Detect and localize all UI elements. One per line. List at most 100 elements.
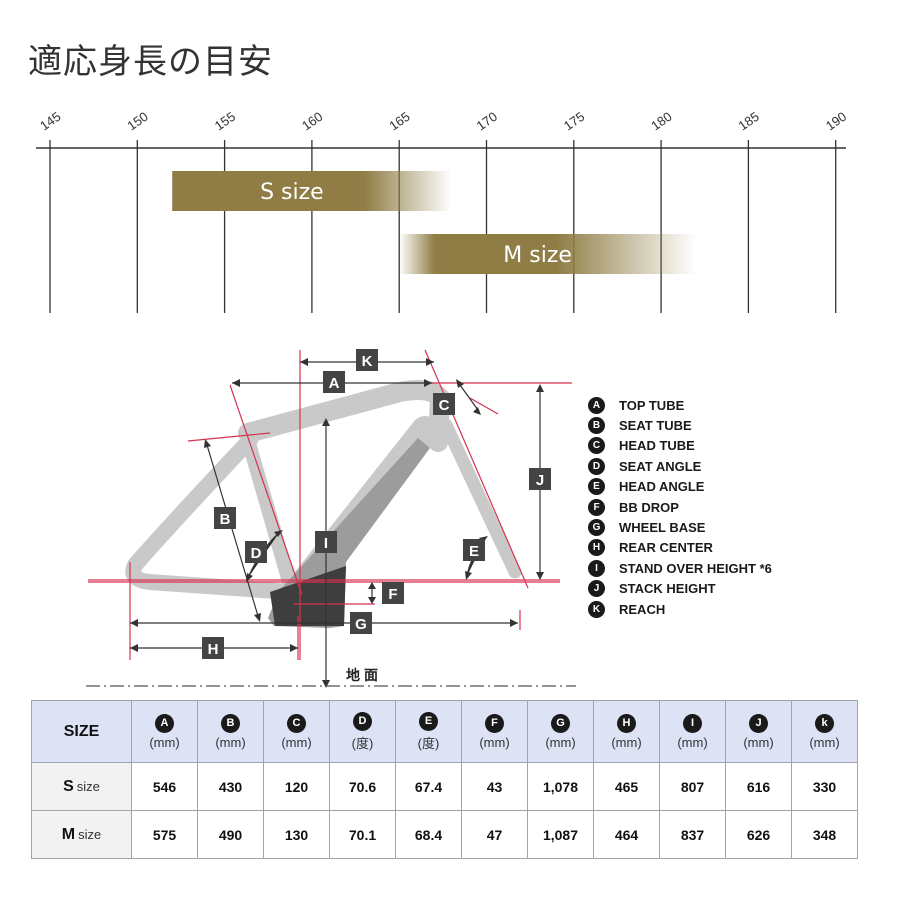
table-cell: 70.6	[329, 762, 396, 811]
height-tick-label: 175	[561, 109, 587, 134]
legend-label: REACH	[619, 601, 666, 617]
legend-label: SEAT TUBE	[619, 418, 692, 434]
label-h: H	[202, 637, 224, 659]
legend-item: F BB DROP	[588, 497, 772, 517]
column-header: k(mm)	[791, 700, 858, 763]
table-cell: 70.1	[329, 810, 396, 859]
legend-label: REAR CENTER	[619, 540, 713, 556]
legend-label: SEAT ANGLE	[619, 458, 702, 474]
table-cell: 616	[725, 762, 792, 811]
legend-label: STAND OVER HEIGHT *6	[619, 560, 772, 576]
svg-text:D: D	[251, 545, 262, 562]
legend-badge: A	[588, 396, 605, 414]
size-band-m	[399, 234, 697, 274]
table-cell: 464	[593, 810, 660, 859]
legend-item: J STACK HEIGHT	[588, 579, 772, 599]
height-tick-label: 170	[474, 109, 500, 134]
legend-item: H REAR CENTER	[588, 538, 772, 558]
column-header: D(度)	[329, 700, 396, 763]
svg-text:E: E	[469, 543, 479, 560]
size-band-label: S size	[260, 180, 324, 205]
table-cell: 626	[725, 810, 792, 859]
legend-badge: B	[588, 417, 605, 435]
table-cell: 330	[791, 762, 858, 811]
label-d: D	[245, 541, 267, 563]
legend-label: STACK HEIGHT	[619, 581, 716, 597]
svg-text:H: H	[208, 641, 219, 658]
legend-badge: H	[588, 539, 605, 557]
table-cell: 348	[791, 810, 858, 859]
size-column-header: SIZE	[31, 700, 132, 763]
legend-badge: K	[588, 600, 605, 618]
table-cell: 68.4	[395, 810, 462, 859]
svg-text:G: G	[355, 616, 367, 633]
legend-badge: C	[588, 437, 605, 455]
size-band-label: M size	[503, 243, 572, 268]
legend-label: HEAD TUBE	[619, 438, 695, 454]
table-cell: 546	[131, 762, 198, 811]
label-g: G	[350, 612, 372, 634]
height-tick-label: 190	[823, 109, 849, 134]
height-tick-label: 150	[124, 109, 150, 134]
legend-item: G WHEEL BASE	[588, 517, 772, 537]
legend-badge: E	[588, 478, 605, 496]
height-tick-label: 180	[648, 109, 674, 134]
page-title: 適応身長の目安	[28, 42, 273, 82]
size-band-s	[172, 171, 452, 211]
label-k: K	[356, 349, 378, 371]
label-f: F	[382, 582, 404, 604]
fork-shape	[439, 418, 522, 579]
label-e: E	[463, 539, 485, 561]
height-tick-label: 165	[386, 109, 412, 134]
height-tick-label: 160	[299, 109, 325, 134]
table-cell: 1,087	[527, 810, 594, 859]
column-header: G(mm)	[527, 700, 594, 763]
table-cell: 130	[263, 810, 330, 859]
column-header: I(mm)	[659, 700, 726, 763]
column-header: C(mm)	[263, 700, 330, 763]
band-layer: S size M size	[172, 171, 697, 274]
table-cell: 67.4	[395, 762, 462, 811]
table-cell: 575	[131, 810, 198, 859]
legend-item: C HEAD TUBE	[588, 436, 772, 456]
legend-label: BB DROP	[619, 499, 679, 515]
svg-text:K: K	[362, 353, 373, 370]
table-header-row: SIZE A(mm) B(mm) C(mm) D(度) E(度) F(mm) G…	[31, 700, 858, 763]
column-header: F(mm)	[461, 700, 528, 763]
legend-badge: G	[588, 519, 605, 537]
legend-label: WHEEL BASE	[619, 520, 706, 536]
svg-text:A: A	[329, 375, 340, 392]
height-tick-label: 155	[212, 109, 238, 134]
svg-text:C: C	[439, 397, 450, 414]
column-header: E(度)	[395, 700, 462, 763]
geometry-table: SIZE A(mm) B(mm) C(mm) D(度) E(度) F(mm) G…	[31, 700, 858, 859]
table-cell: 837	[659, 810, 726, 859]
legend-item: B SEAT TUBE	[588, 415, 772, 435]
table-cell: 430	[197, 762, 264, 811]
height-tick-label: 145	[37, 109, 63, 134]
legend-item: K REACH	[588, 599, 772, 619]
column-header: J(mm)	[725, 700, 792, 763]
label-c: C	[433, 393, 455, 415]
table-cell: 465	[593, 762, 660, 811]
column-header: H(mm)	[593, 700, 660, 763]
legend-badge: F	[588, 498, 605, 516]
column-header: B(mm)	[197, 700, 264, 763]
svg-text:B: B	[220, 511, 231, 528]
table-cell: 1,078	[527, 762, 594, 811]
reference-lines	[88, 349, 572, 660]
dimension-labels: K A C B I J D E F G H	[202, 349, 551, 659]
motor-unit-shape	[270, 566, 346, 626]
table-cell: 120	[263, 762, 330, 811]
legend-badge: J	[588, 580, 605, 598]
label-i: I	[315, 531, 337, 553]
